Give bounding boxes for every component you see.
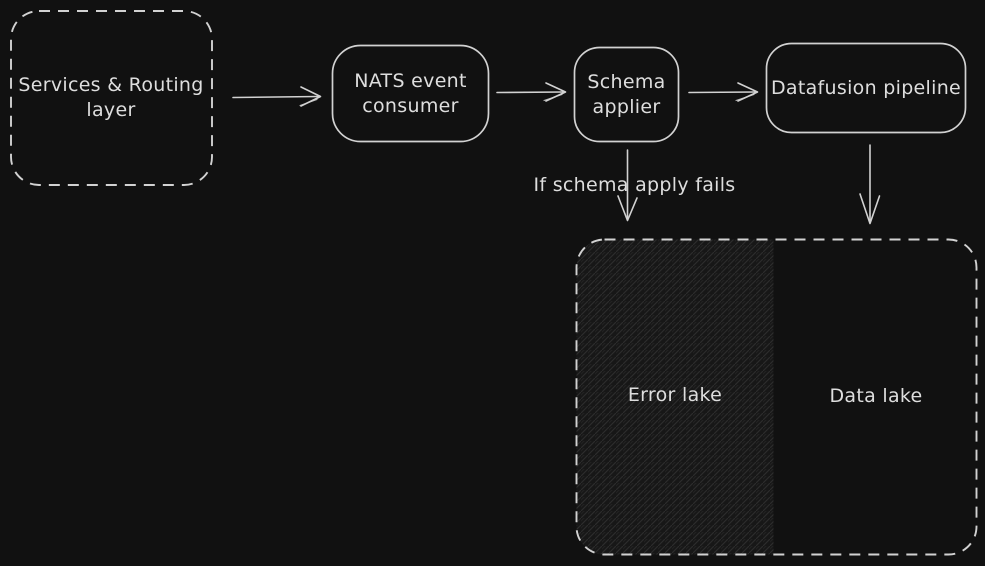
error-lake-label[interactable]: Error lake bbox=[627, 383, 723, 406]
arrow-datafusion-to-data-lake[interactable] bbox=[859, 144, 881, 225]
schema-applier-label: Schema applier bbox=[587, 70, 666, 118]
arrow-services-to-nats[interactable] bbox=[232, 86, 322, 107]
datafusion-pipeline-node[interactable] bbox=[765, 42, 967, 134]
nats-consumer-node[interactable] bbox=[331, 44, 490, 143]
nats-consumer-label: NATS event consumer bbox=[354, 69, 467, 117]
lake-container-node[interactable] bbox=[575, 238, 978, 556]
error-lake-hatch bbox=[576, 239, 774, 555]
schema-applier-node[interactable] bbox=[573, 46, 680, 143]
datafusion-pipeline-label: Datafusion pipeline bbox=[770, 76, 962, 99]
data-lake-label[interactable]: Data lake bbox=[829, 384, 923, 407]
arrow-schema-to-datafusion[interactable] bbox=[688, 82, 759, 102]
services-routing-label: Services & Routing layer bbox=[18, 73, 204, 121]
services-routing-node[interactable] bbox=[10, 10, 213, 186]
arrow-nats-to-schema[interactable] bbox=[496, 82, 567, 102]
arrow-schema-to-error-lake[interactable] bbox=[617, 149, 638, 222]
fail-condition-label[interactable]: If schema apply fails bbox=[533, 173, 736, 196]
